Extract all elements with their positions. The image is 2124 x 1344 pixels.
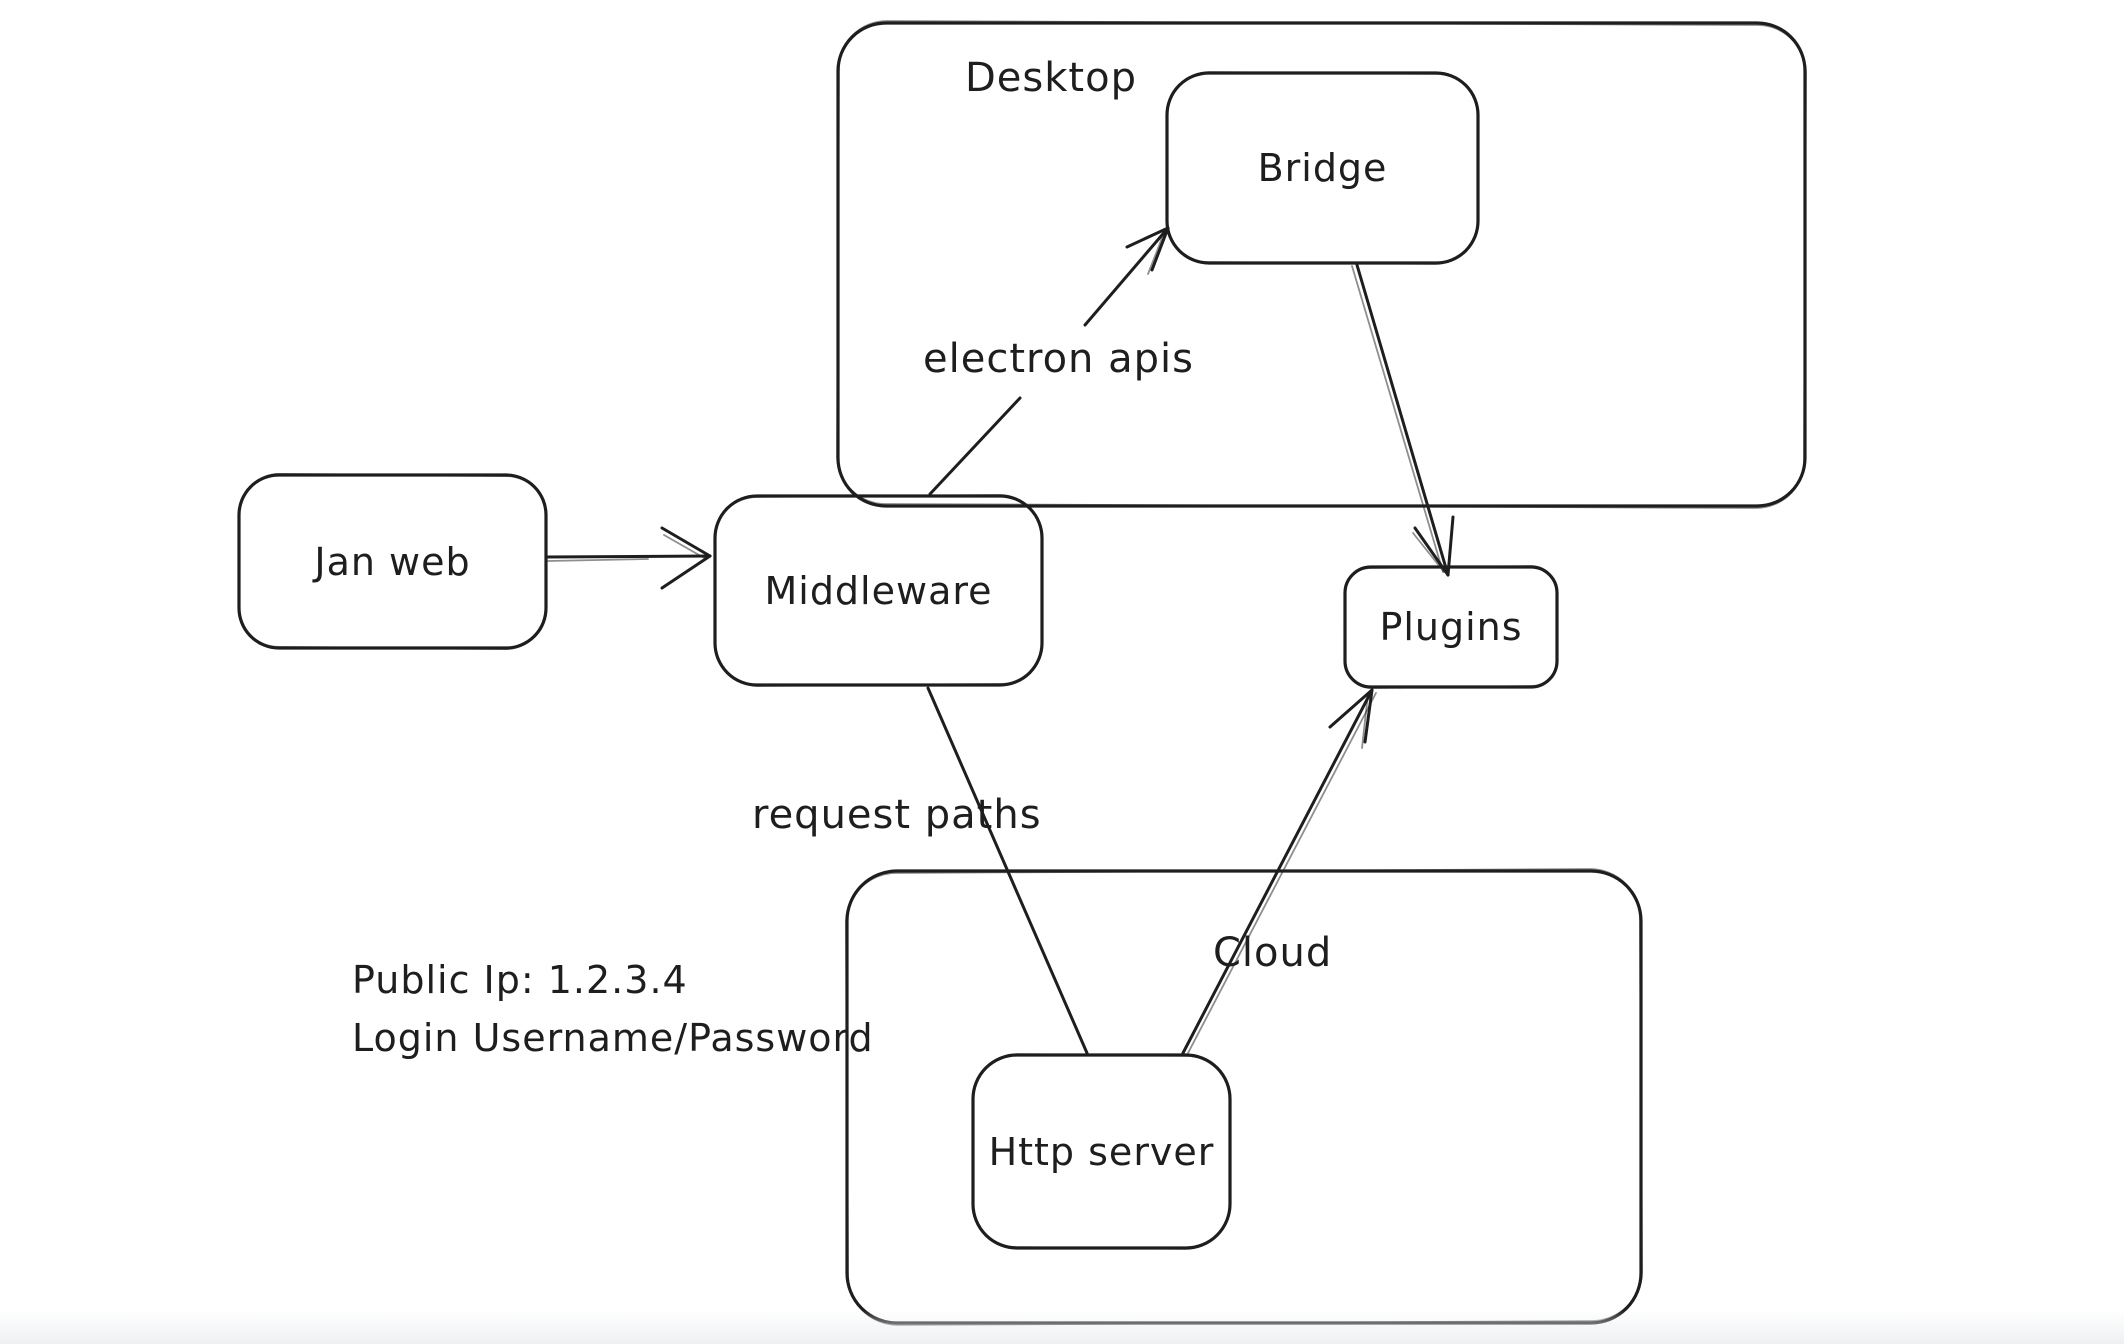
arrowhead-into-plugins-top [1412,515,1455,577]
arrowhead-into-plugins-bottom [1328,688,1374,749]
edge-bridge-plugins [1351,263,1455,577]
edge-janweb-middleware [544,526,712,590]
container-desktop-label: Desktop [965,55,1137,101]
node-plugins-box [1343,565,1559,689]
annotation-login-credentials: Login Username/Password [352,1016,874,1060]
node-bridge-box [1165,71,1480,265]
arrowhead-into-bridge [1125,226,1170,275]
node-jan-web-box [237,473,548,650]
node-middleware-box [713,494,1044,687]
annotation-public-ip: Public Ip: 1.2.3.4 [352,958,688,1002]
arrowhead-into-middleware [660,526,712,590]
node-middleware-label: Middleware [764,568,993,613]
container-cloud-label: Cloud [1213,930,1333,976]
edge-label-electron-apis: electron apis [923,336,1194,382]
edge-httpserver-plugins [1181,688,1377,1056]
bottom-fade [0,1310,2124,1344]
edge-middleware-bridge [928,226,1170,496]
edge-label-request-paths: request paths [752,792,1042,838]
container-desktop-box [836,20,1807,509]
node-jan-web-label: Jan web [314,539,471,584]
node-plugins-label: Plugins [1379,605,1523,649]
edge-middleware-httpserver [926,686,1089,1055]
node-bridge-label: Bridge [1257,146,1388,190]
node-http-server-box [971,1053,1232,1250]
node-http-server-label: Http server [988,1129,1215,1174]
